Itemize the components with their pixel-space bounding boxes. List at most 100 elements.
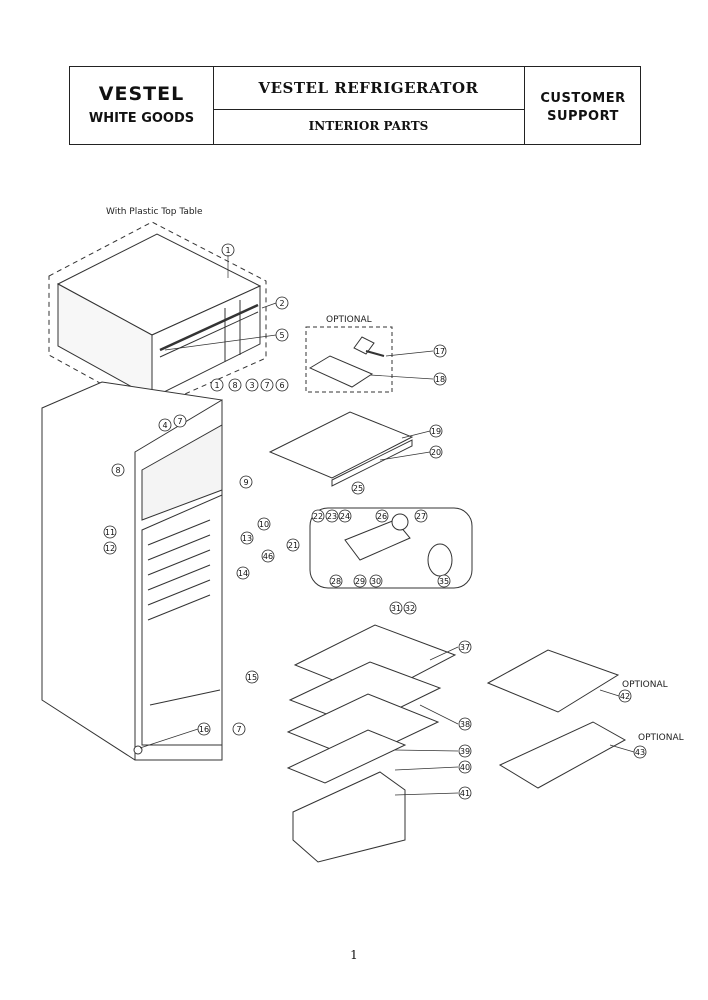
callout-number: 42 bbox=[620, 692, 630, 701]
callout-number: 18 bbox=[435, 375, 445, 384]
callout-number: 12 bbox=[105, 544, 115, 553]
callout-circle bbox=[389, 601, 403, 615]
callout-number: 7 bbox=[236, 725, 241, 734]
callout-number: 21 bbox=[288, 541, 298, 550]
callout-circle bbox=[311, 509, 325, 523]
callout-circle bbox=[375, 509, 389, 523]
callout-number: 32 bbox=[405, 604, 415, 613]
callout-circle bbox=[338, 509, 352, 523]
callout-circle bbox=[403, 601, 417, 615]
top-table-caption: With Plastic Top Table bbox=[106, 207, 203, 217]
callout-number: 8 bbox=[115, 466, 120, 475]
callout-number: 6 bbox=[279, 381, 284, 390]
callout-number: 14 bbox=[238, 569, 248, 578]
callout-number: 4 bbox=[162, 421, 167, 430]
callout-circle bbox=[240, 531, 254, 545]
callout-number: 17 bbox=[435, 347, 445, 356]
title-cell: VESTEL REFRIGERATOR INTERIOR PARTS bbox=[213, 67, 524, 144]
document-subtitle: INTERIOR PARTS bbox=[308, 119, 429, 133]
callout-number: 7 bbox=[264, 381, 269, 390]
callout-number: 25 bbox=[353, 484, 363, 493]
callout-number: 8 bbox=[232, 381, 237, 390]
callout-circle bbox=[458, 717, 472, 731]
callout-number: 20 bbox=[431, 448, 441, 457]
callout-number: 19 bbox=[431, 427, 441, 436]
callout-circle bbox=[158, 418, 172, 432]
refrigerator-cabinet bbox=[41, 381, 223, 761]
callout-circle bbox=[458, 786, 472, 800]
callout-circle bbox=[369, 574, 383, 588]
callout-number: 39 bbox=[460, 747, 470, 756]
optional-ice-tray bbox=[305, 326, 393, 393]
callout-circle bbox=[458, 744, 472, 758]
callout-number: 41 bbox=[460, 789, 470, 798]
callout-number: 16 bbox=[199, 725, 209, 734]
shelf-stack bbox=[286, 624, 457, 863]
callout-circle bbox=[111, 463, 125, 477]
callout-circle bbox=[257, 517, 271, 531]
support-line-1: CUSTOMER bbox=[540, 91, 626, 106]
optional-shelves bbox=[486, 649, 627, 789]
callout-number: 22 bbox=[313, 512, 323, 521]
divider bbox=[213, 109, 524, 110]
callout-circle bbox=[103, 541, 117, 555]
title-block: VESTEL WHITE GOODS VESTEL REFRIGERATOR I… bbox=[69, 66, 641, 145]
top-table-drawing bbox=[48, 221, 267, 411]
callout-circle bbox=[210, 378, 224, 392]
callout-circle bbox=[351, 481, 365, 495]
callout-circle bbox=[433, 372, 447, 386]
leader-lines bbox=[139, 255, 635, 796]
optional-label-shelf: OPTIONAL bbox=[622, 680, 668, 690]
callout-number: 43 bbox=[635, 748, 645, 757]
callout-number: 30 bbox=[371, 577, 381, 586]
callout-circle bbox=[353, 574, 367, 588]
callout-number: 11 bbox=[105, 528, 115, 537]
callout-circle bbox=[261, 549, 275, 563]
callout-number: 23 bbox=[327, 512, 337, 521]
callout-number: 7 bbox=[177, 417, 182, 426]
support-cell: CUSTOMER SUPPORT bbox=[524, 67, 641, 144]
callout-number: 3 bbox=[249, 381, 254, 390]
callout-number: 37 bbox=[460, 643, 470, 652]
callout-number: 31 bbox=[391, 604, 401, 613]
callout-circle bbox=[232, 722, 246, 736]
callout-circle bbox=[239, 475, 253, 489]
callout-number: 5 bbox=[279, 331, 284, 340]
callout-number: 28 bbox=[331, 577, 341, 586]
callout-circle bbox=[103, 525, 117, 539]
callout-number: 29 bbox=[355, 577, 365, 586]
callout-circle bbox=[437, 574, 451, 588]
support-line-2: SUPPORT bbox=[547, 109, 619, 124]
callout-circle bbox=[458, 760, 472, 774]
callout-circle bbox=[236, 566, 250, 580]
callout-circle bbox=[414, 509, 428, 523]
callout-circle bbox=[275, 378, 289, 392]
callout-number: 38 bbox=[460, 720, 470, 729]
callout-number: 9 bbox=[243, 478, 248, 487]
callout-circle bbox=[228, 378, 242, 392]
optional-label-bottle-rack: OPTIONAL bbox=[638, 733, 684, 743]
document-title: VESTEL REFRIGERATOR bbox=[258, 79, 479, 97]
callout-number: 1 bbox=[225, 246, 230, 255]
callout-number: 13 bbox=[242, 534, 252, 543]
callout-circle bbox=[173, 414, 187, 428]
lamp-thermostat-assembly bbox=[309, 507, 473, 589]
callout-number: 26 bbox=[377, 512, 387, 521]
callout-number: 10 bbox=[259, 520, 269, 529]
callout-number: 24 bbox=[340, 512, 350, 521]
optional-label-ice-tray: OPTIONAL bbox=[326, 315, 372, 325]
brand-division: WHITE GOODS bbox=[88, 111, 195, 126]
callout-circle bbox=[329, 574, 343, 588]
brand-cell: VESTEL WHITE GOODS bbox=[70, 67, 214, 144]
callout-circle bbox=[433, 344, 447, 358]
callout-circle bbox=[260, 378, 274, 392]
callout-number: 1 bbox=[214, 381, 219, 390]
callout-number: 15 bbox=[247, 673, 257, 682]
callout-number: 35 bbox=[439, 577, 449, 586]
callout-number: 40 bbox=[460, 763, 470, 772]
glass-shelf-upper bbox=[268, 411, 414, 487]
callout-circle bbox=[245, 378, 259, 392]
callout-number: 46 bbox=[263, 552, 273, 561]
